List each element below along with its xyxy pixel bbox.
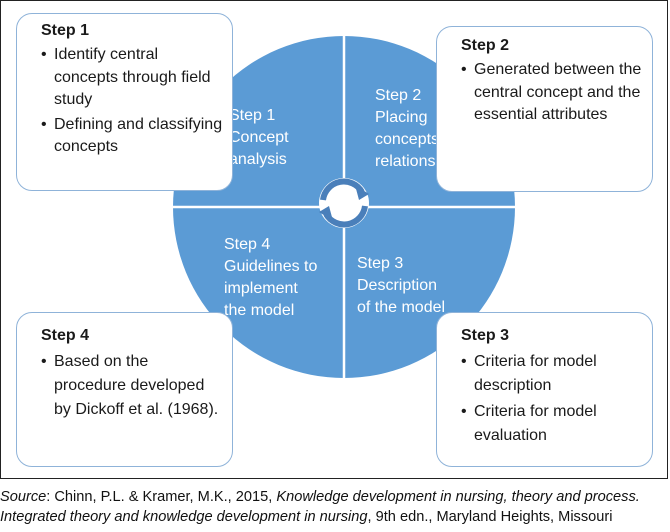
caption-book-subtitle: Integrated theory and knowledge developm… (0, 509, 368, 525)
step2-bullet-1: Generated between the central concept an… (461, 59, 644, 127)
step4-title: Step 4 (41, 327, 90, 344)
step3-bullet-2: Criteria for model evaluation (461, 400, 644, 448)
cycle-arrows-icon (319, 178, 369, 228)
step1-bullets: Identify central concepts through field … (41, 44, 224, 159)
step1-bullet-1: Identify central concepts through field … (41, 44, 224, 112)
step1-bullet-2: Defining and classifying concepts (41, 114, 224, 159)
wheel-step4-label: Step 4 Guidelines to implement the model (224, 236, 318, 319)
step4-bullets: Based on the procedure developed by Dick… (41, 350, 224, 422)
step3-title: Step 3 (461, 327, 510, 344)
caption-line-1: Source: Chinn, P.L. & Kramer, M.K., 2015… (0, 487, 670, 507)
step4-box: Step 4 Based on the procedure developed … (16, 312, 233, 467)
step2-bullets: Generated between the central concept an… (461, 59, 644, 127)
step1-title: Step 1 (41, 22, 90, 39)
wheel-step1-label: Step 1 Concept analysis (229, 107, 289, 168)
wheel-step3-label: Step 3 Description of the model (357, 255, 446, 316)
step2-title: Step 2 (461, 37, 510, 54)
caption-citation-plain: : Chinn, P.L. & Kramer, M.K., 2015, (46, 489, 277, 505)
step4-bullet-1: Based on the procedure developed by Dick… (41, 350, 224, 422)
step3-bullet-1: Criteria for model description (461, 350, 644, 398)
step2-box: Step 2 Generated between the central con… (436, 26, 653, 192)
step1-box: Step 1 Identify central concepts through… (16, 13, 233, 191)
caption-source-label: Source (0, 489, 47, 505)
step3-bullets: Criteria for model description Criteria … (461, 350, 644, 448)
caption-publisher: , 9th edn., Maryland Heights, Missouri (367, 509, 613, 525)
cycle-wheel (173, 36, 515, 378)
caption-line-2: Integrated theory and knowledge developm… (0, 507, 670, 527)
step3-box: Step 3 Criteria for model description Cr… (436, 312, 653, 467)
figure-caption: Source: Chinn, P.L. & Kramer, M.K., 2015… (0, 487, 670, 527)
caption-book-title: Knowledge development in nursing, theory… (276, 489, 640, 505)
